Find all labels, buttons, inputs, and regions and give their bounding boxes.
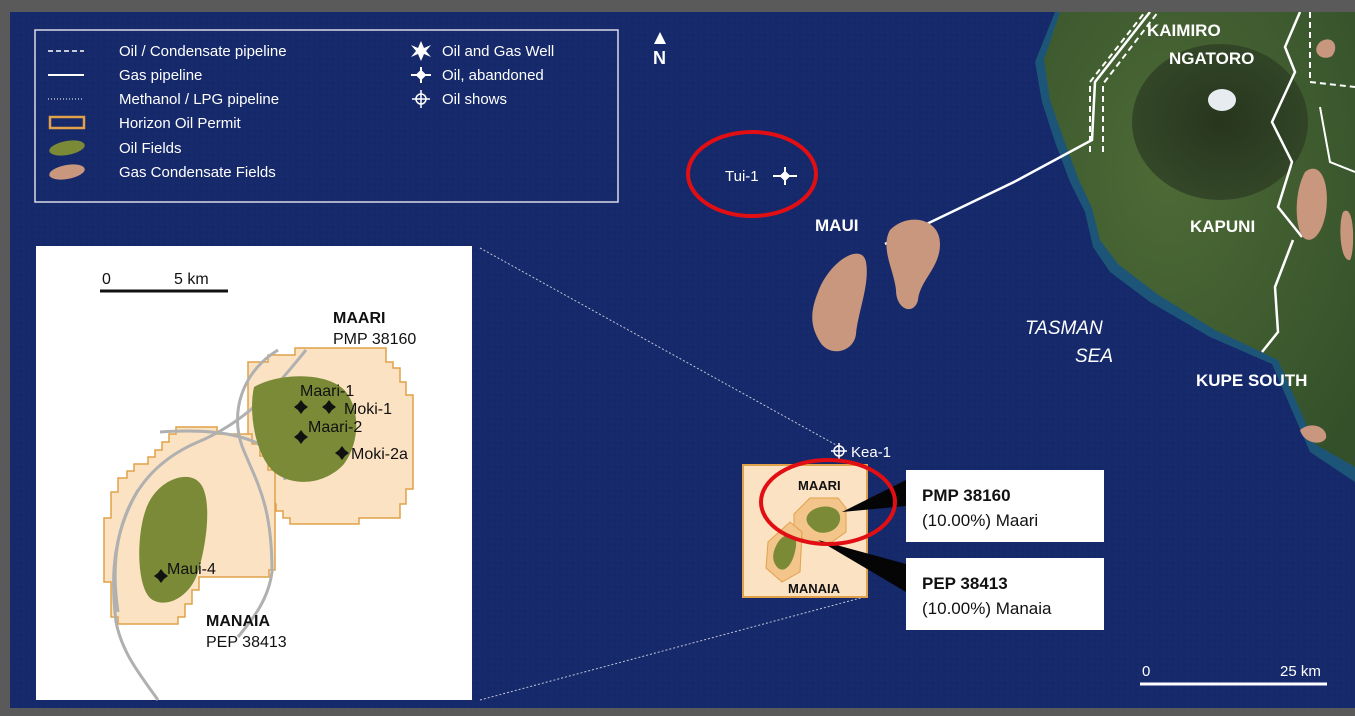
svg-text:Oil and Gas Well: Oil and Gas Well [442,43,554,60]
pmp-callout: PMP 38160 (10.00%) Maari [906,470,1104,542]
pmp-callout-title: PMP 38160 [922,486,1011,505]
maui-4-well-icon [154,569,168,583]
label-maari-2: Maari-2 [308,419,362,436]
legend-horizon-oil-permit: Horizon Oil Permit [48,115,242,132]
legend-oil-abandoned: Oil, abandoned [411,67,544,84]
label-maui-4: Maui-4 [167,561,216,578]
legend-methanol-lpg-pipeline: Methanol / LPG pipeline [48,91,279,108]
label-kupe-south: KUPE SOUTH [1196,371,1307,390]
north-label: N [653,48,666,68]
oil-abandoned-icon [773,167,797,185]
maari-highlight-ring [759,458,897,546]
small-manaia-label: MANAIA [788,581,841,596]
main-scale-zero: 0 [1142,663,1150,680]
inset-map: 0 5 km MAARI PMP 38160 Maari-1 Moki-1 Ma [36,246,472,701]
kapuni-gas-field [1296,168,1327,240]
svg-text:Gas pipeline: Gas pipeline [119,67,202,84]
small-maari-label: MAARI [798,478,841,493]
legend-oil-and-gas-well: Oil and Gas Well [411,41,554,61]
well-star-icon [411,41,431,61]
tui-1-label: Tui-1 [725,168,759,185]
legend: Oil / Condensate pipeline Gas pipeline M… [34,29,619,203]
svg-text:Methanol / LPG pipeline: Methanol / LPG pipeline [119,91,279,108]
svg-text:5 km: 5 km [174,271,209,288]
inset-scale-bar: 0 5 km [100,271,228,293]
svg-text:Oil shows: Oil shows [442,91,507,108]
legend-gas-condensate-fields: Gas Condensate Fields [49,164,276,181]
legend-oil-fields: Oil Fields [49,140,182,157]
label-moki-2a: Moki-2a [351,446,408,463]
label-kaimiro: KAIMIRO [1147,21,1221,40]
inset-manaia-oil-field [139,476,208,603]
legend-oil-condensate-pipeline: Oil / Condensate pipeline [48,43,287,60]
legend-gas-pipeline: Gas pipeline [48,67,202,84]
manaia-oil-field-small [773,534,797,570]
inset-maari-title: MAARI [333,310,385,327]
abandoned-star-icon [411,67,431,83]
label-tasman: TASMAN [1025,318,1103,339]
pmp-callout-detail: (10.00%) Maari [922,511,1038,530]
maari-1-well-icon [294,400,308,414]
maui-gas-field-a [812,253,867,352]
label-sea: SEA [1075,346,1113,367]
maari-2-well-icon [294,430,308,444]
label-maui: MAUI [815,216,858,235]
north-arrow-icon [654,32,666,44]
pep-callout-title: PEP 38413 [922,574,1008,593]
inset-maari-permit: PMP 38160 [333,331,416,348]
label-kapuni: KAPUNI [1190,217,1255,236]
pep-callout: PEP 38413 (10.00%) Manaia [906,558,1104,630]
kea-1-well: Kea-1 [831,443,891,461]
main-scale-bar: 0 25 km [1140,663,1327,686]
moki-2a-well-icon [335,446,349,460]
svg-text:Gas Condensate Fields: Gas Condensate Fields [119,164,276,181]
svg-text:Oil Fields: Oil Fields [119,140,182,157]
legend-oil-shows: Oil shows [412,90,507,108]
inset-leader-top [479,247,839,447]
tui-highlight-ring [686,130,818,218]
kupe-gas-field [1300,425,1327,443]
maari-oil-field-small [806,506,841,533]
pep-callout-wedge [818,540,906,592]
moki-1-well-icon [322,400,336,414]
inset-manaia-title: MANAIA [206,613,270,630]
inset-manaia-permit: PEP 38413 [206,634,287,651]
maui-gas-field-b [886,219,940,310]
north-arrow: N [653,32,666,68]
pipelines [884,12,1355,353]
tui-1-well: Tui-1 [725,167,797,185]
small-permit-box: MAARI MANAIA [742,464,868,598]
svg-text:Oil, abandoned: Oil, abandoned [442,67,544,84]
legend-frame [34,29,619,203]
gas-fields [812,39,1354,443]
pep-callout-detail: (10.00%) Manaia [922,599,1052,618]
svg-text:0: 0 [102,271,111,288]
map-area: KAIMIRO NGATORO MAUI KAPUNI KUPE SOUTH T… [10,12,1355,708]
ngatoro-gas-field [1316,39,1336,58]
label-ngatoro: NGATORO [1169,49,1254,68]
map-svg: KAIMIRO NGATORO MAUI KAPUNI KUPE SOUTH T… [10,12,1355,708]
kea-1-label: Kea-1 [851,444,891,461]
label-maari-1: Maari-1 [300,383,354,400]
svg-text:Oil / Condensate pipeline: Oil / Condensate pipeline [119,43,287,60]
mount-taranaki-summit [1208,89,1236,111]
svg-text:Horizon Oil Permit: Horizon Oil Permit [119,115,242,132]
label-moki-1: Moki-1 [344,401,392,418]
inset-leader-bottom [479,595,869,701]
main-scale-label: 25 km [1280,663,1321,680]
